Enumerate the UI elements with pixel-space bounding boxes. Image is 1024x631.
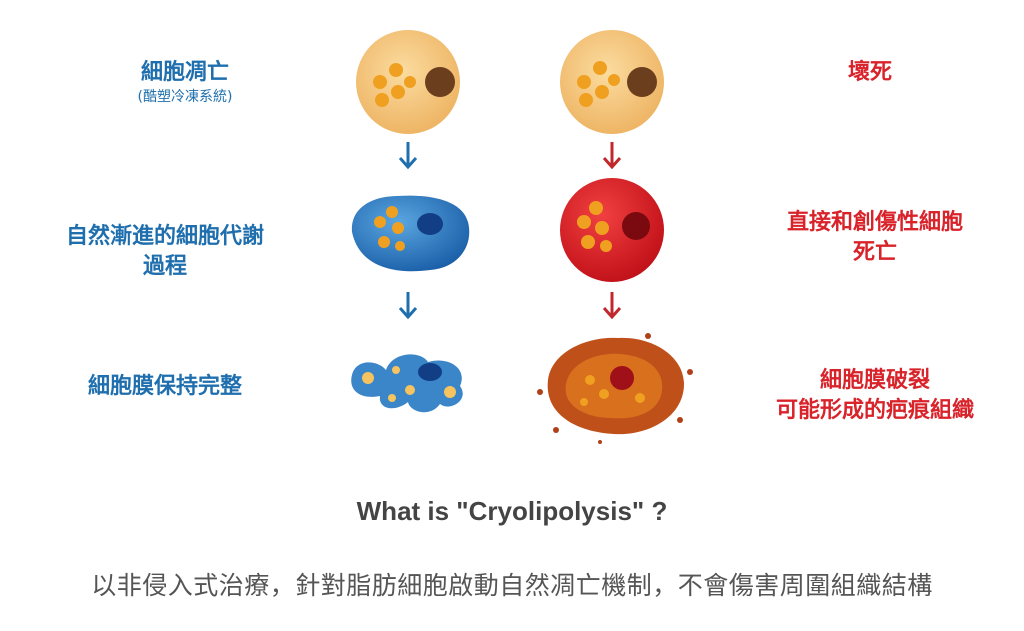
label-line: 死亡 (852, 239, 897, 265)
label-line: 自然漸進的細胞代謝 (65, 224, 264, 249)
apoptosis-label: 細胞凋亡 (酷塑冷凍系統) (60, 58, 310, 107)
arrow-down-icon (398, 292, 418, 320)
swollen-cell-red (560, 178, 664, 282)
apoptotic-bodies (351, 354, 463, 413)
arrow-down-icon (398, 142, 418, 170)
cell-illustrations (351, 30, 693, 444)
shrinking-cell-blue (351, 195, 470, 272)
necrosis-title: 壞死 (847, 60, 892, 85)
traumatic-death-label: 直接和創傷性細胞 死亡 (740, 208, 1010, 267)
label-line: 細胞膜破裂 (819, 368, 930, 393)
arrow-down-icon (602, 292, 622, 320)
label-line: 可能形成的疤痕組織 (775, 397, 974, 423)
membrane-rupture-label: 細胞膜破裂 可能形成的疤痕組織 (730, 366, 1020, 425)
label-line: 過程 (142, 253, 187, 279)
label-line: 直接和創傷性細胞 (786, 210, 963, 235)
gradual-metabolism-label: 自然漸進的細胞代謝 過程 (20, 222, 310, 281)
membrane-intact-label: 細胞膜保持完整 (87, 374, 242, 399)
arrow-down-icon (602, 142, 622, 170)
fat-cell-right (560, 30, 664, 134)
apoptosis-subtitle: (酷塑冷凍系統) (137, 88, 233, 105)
caption: 以非侵入式治療，針對脂肪細胞啟動自然凋亡機制，不會傷害周圍組織結構 (91, 571, 933, 600)
fat-cell-left (356, 30, 460, 134)
page-title: What is "Cryolipolysis" ? (356, 496, 668, 526)
apoptosis-title: 細胞凋亡 (140, 60, 229, 85)
necrotic-debris (537, 333, 693, 444)
